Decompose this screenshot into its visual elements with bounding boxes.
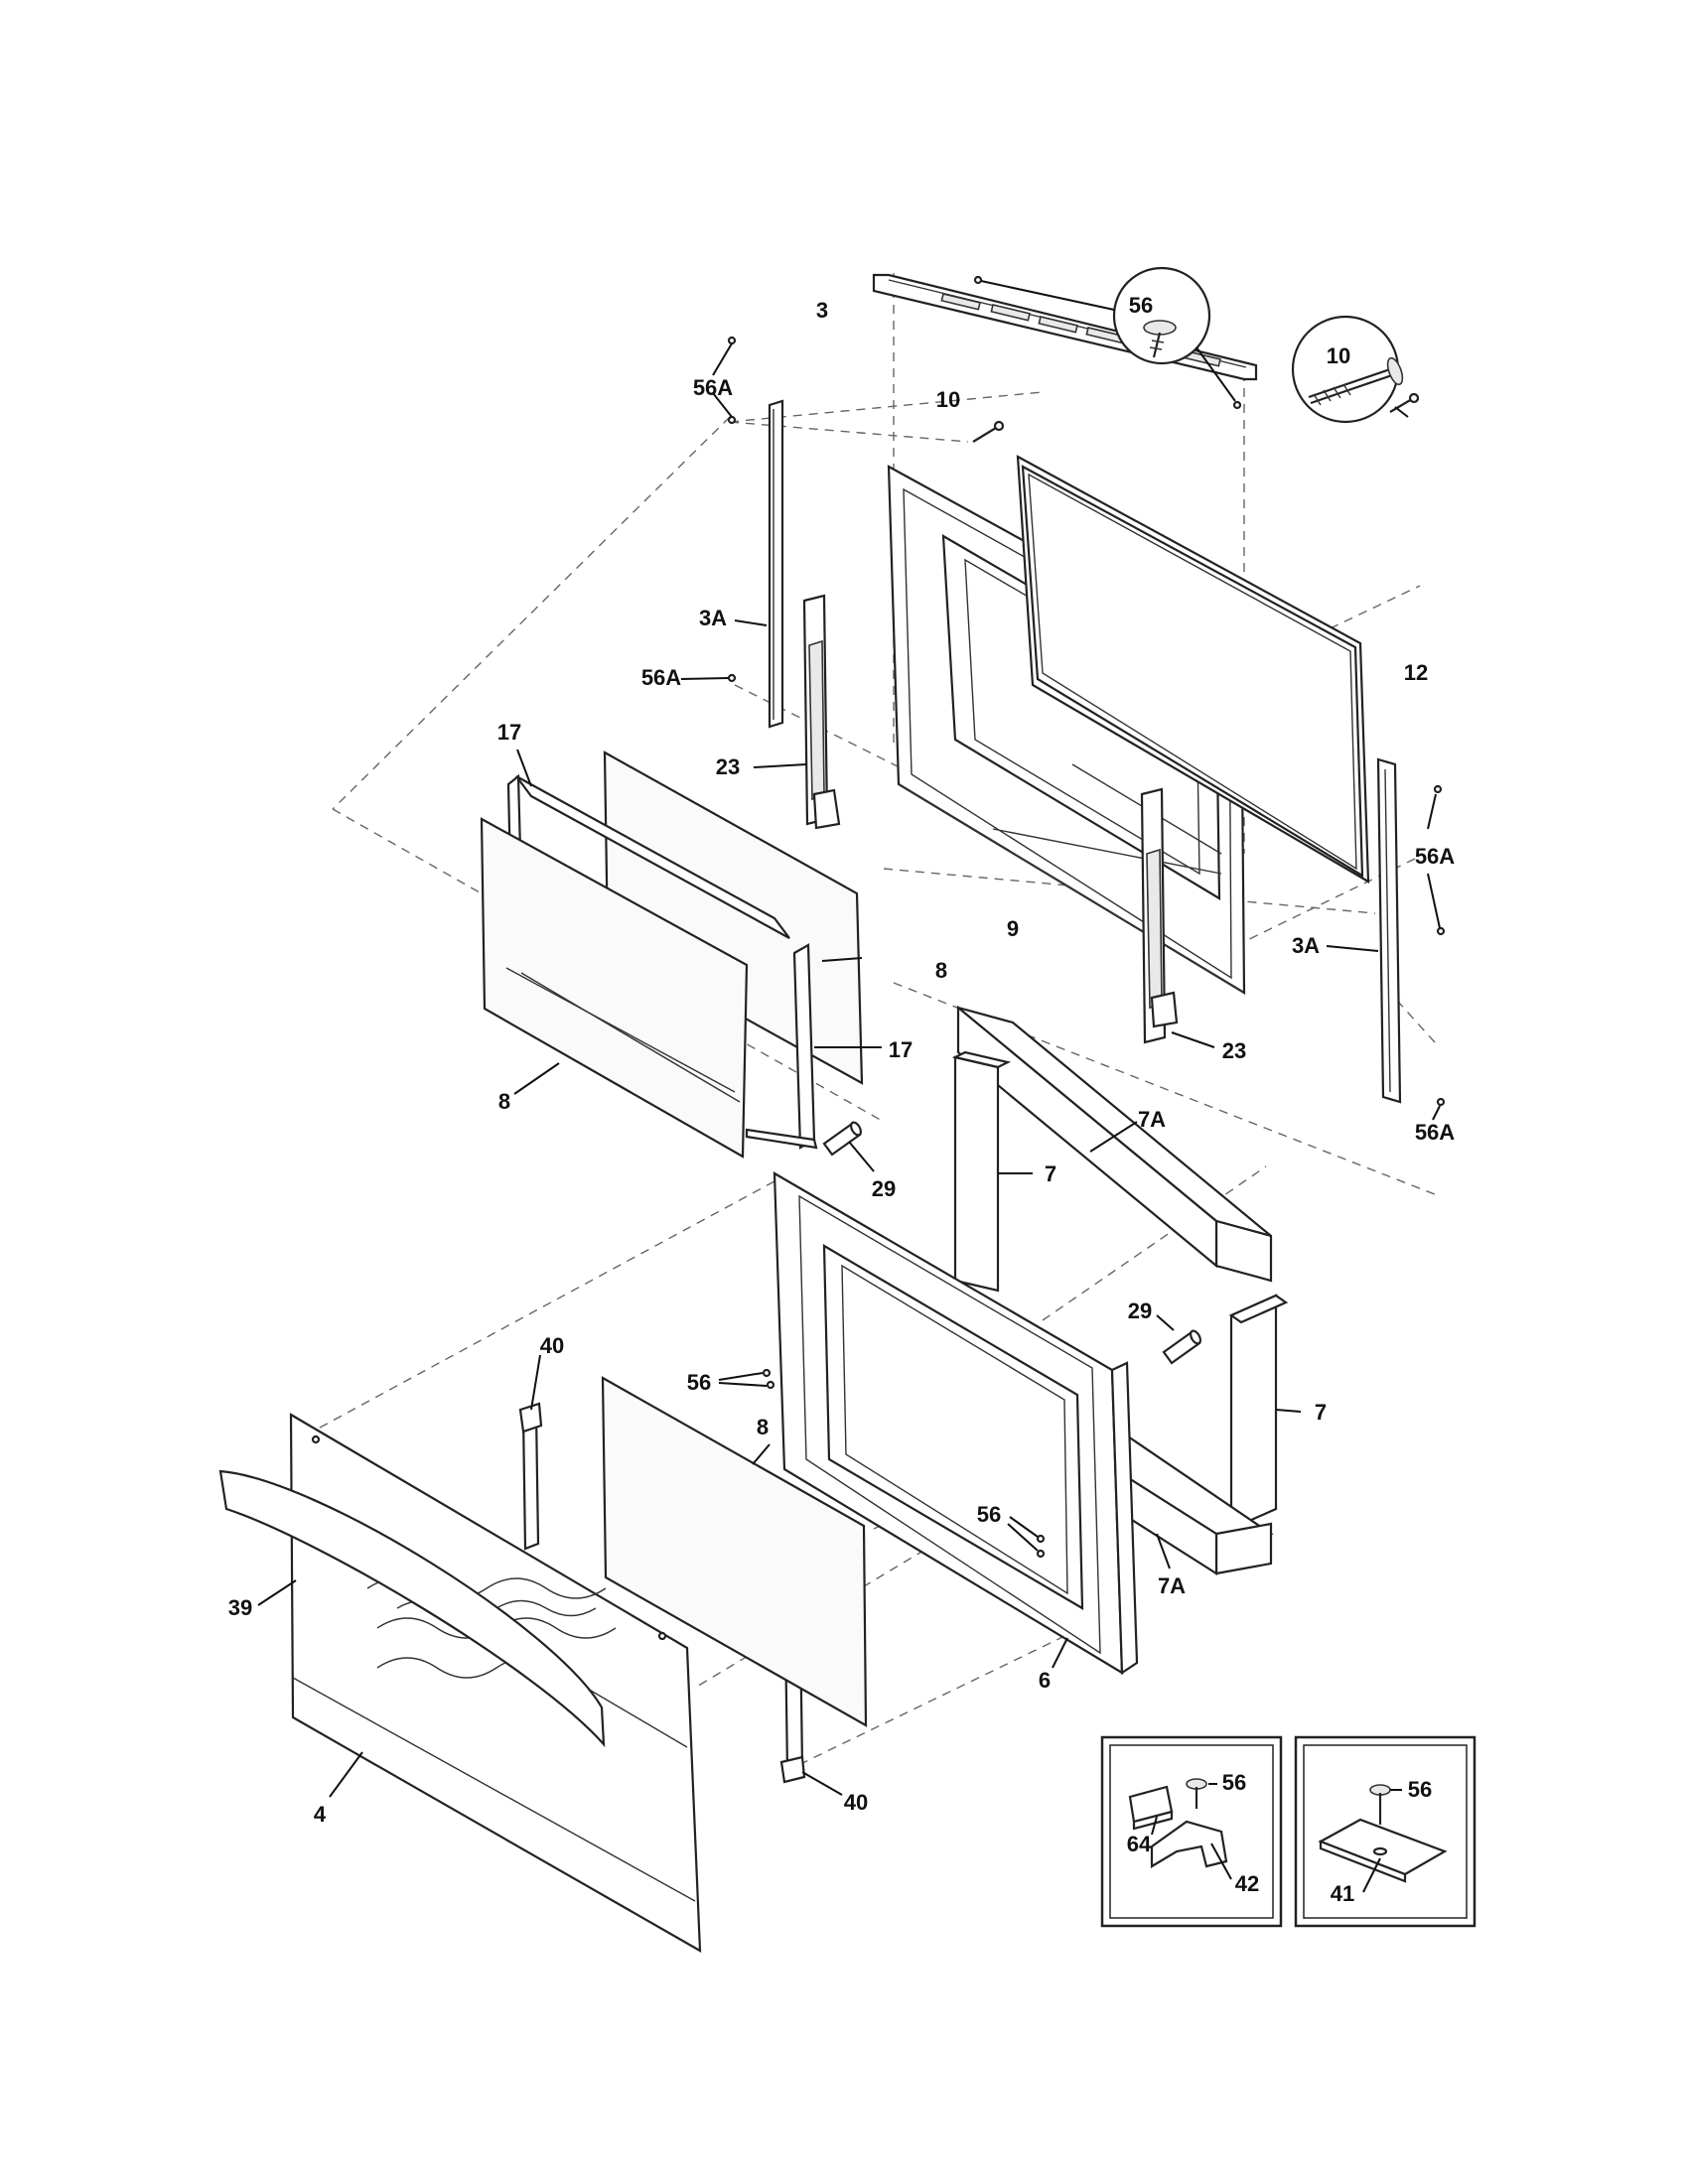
label-64: 64 [1127,1832,1152,1856]
label-3A-left: 3A [699,606,727,630]
inset-detail-box-2 [1294,1735,1477,1928]
screw-detail-56 [973,266,1242,410]
label-7-left: 7 [1045,1161,1056,1186]
label-3A-right: 3A [1292,933,1320,958]
side-trim-part-3A-right [1326,757,1446,1121]
label-56-inset2: 56 [1408,1777,1432,1802]
label-56-mid: 56 [687,1370,711,1395]
label-56A-left: 56A [641,665,681,690]
label-8-mid: 8 [757,1415,769,1439]
label-17-top: 17 [497,720,521,745]
label-56-inset1: 56 [1222,1770,1246,1795]
door-gasket-part-12 [1016,455,1370,884]
label-56-top: 56 [1129,293,1153,318]
glass-panel-part-8-mid [601,1376,868,1727]
door-handle-part-39 [218,1469,606,1748]
hinge-part-23-left [753,594,841,830]
label-7-right: 7 [1315,1400,1327,1425]
label-42: 42 [1235,1871,1259,1896]
hinge-part-23-right [1140,787,1215,1048]
inset-detail-box-1 [1100,1735,1283,1928]
label-12: 12 [1404,660,1428,685]
label-7A-bottom: 7A [1158,1573,1186,1598]
label-9: 9 [1007,916,1019,941]
pin-part-29-left [822,1121,875,1172]
hinge-bracket-part-40-upper [518,1354,543,1551]
label-56-low: 56 [977,1502,1001,1527]
label-56A-top: 56A [693,375,733,400]
insulation-block-part-7-left [951,1050,1033,1293]
label-10-detail: 10 [1327,343,1350,368]
hinge-bolt-part-10 [972,315,1420,443]
label-56A-right: 56A [1415,844,1455,869]
label-39: 39 [228,1595,252,1620]
label-29-right: 29 [1128,1298,1152,1323]
label-6: 6 [1039,1668,1051,1693]
label-10-top: 10 [936,387,960,412]
label-7A-top: 7A [1138,1107,1166,1132]
callout-labels: 3 56 10 10 56A 3A 56A 12 17 23 56A 3A 9 … [228,293,1456,1906]
label-23-left: 23 [716,754,740,779]
insulation-block-part-7-right [1228,1294,1302,1531]
label-41: 41 [1331,1881,1354,1906]
label-17-mid: 17 [889,1037,913,1062]
label-4: 4 [314,1802,327,1827]
label-8-right: 8 [935,958,947,983]
label-3: 3 [816,298,828,323]
label-8-left: 8 [498,1089,510,1114]
insulation-strip-part-7A-upper [956,1005,1273,1283]
pin-part-29-right [1156,1314,1202,1365]
label-40-bottom: 40 [844,1790,868,1815]
label-56A-bottom: 56A [1415,1120,1455,1145]
label-29-left: 29 [872,1176,896,1201]
side-trim-part-3A-left [680,336,784,729]
glass-pack-upper [480,749,882,1159]
label-40-top: 40 [540,1333,564,1358]
screws-part-56-mid [718,1368,1046,1559]
label-23-right: 23 [1222,1038,1246,1063]
